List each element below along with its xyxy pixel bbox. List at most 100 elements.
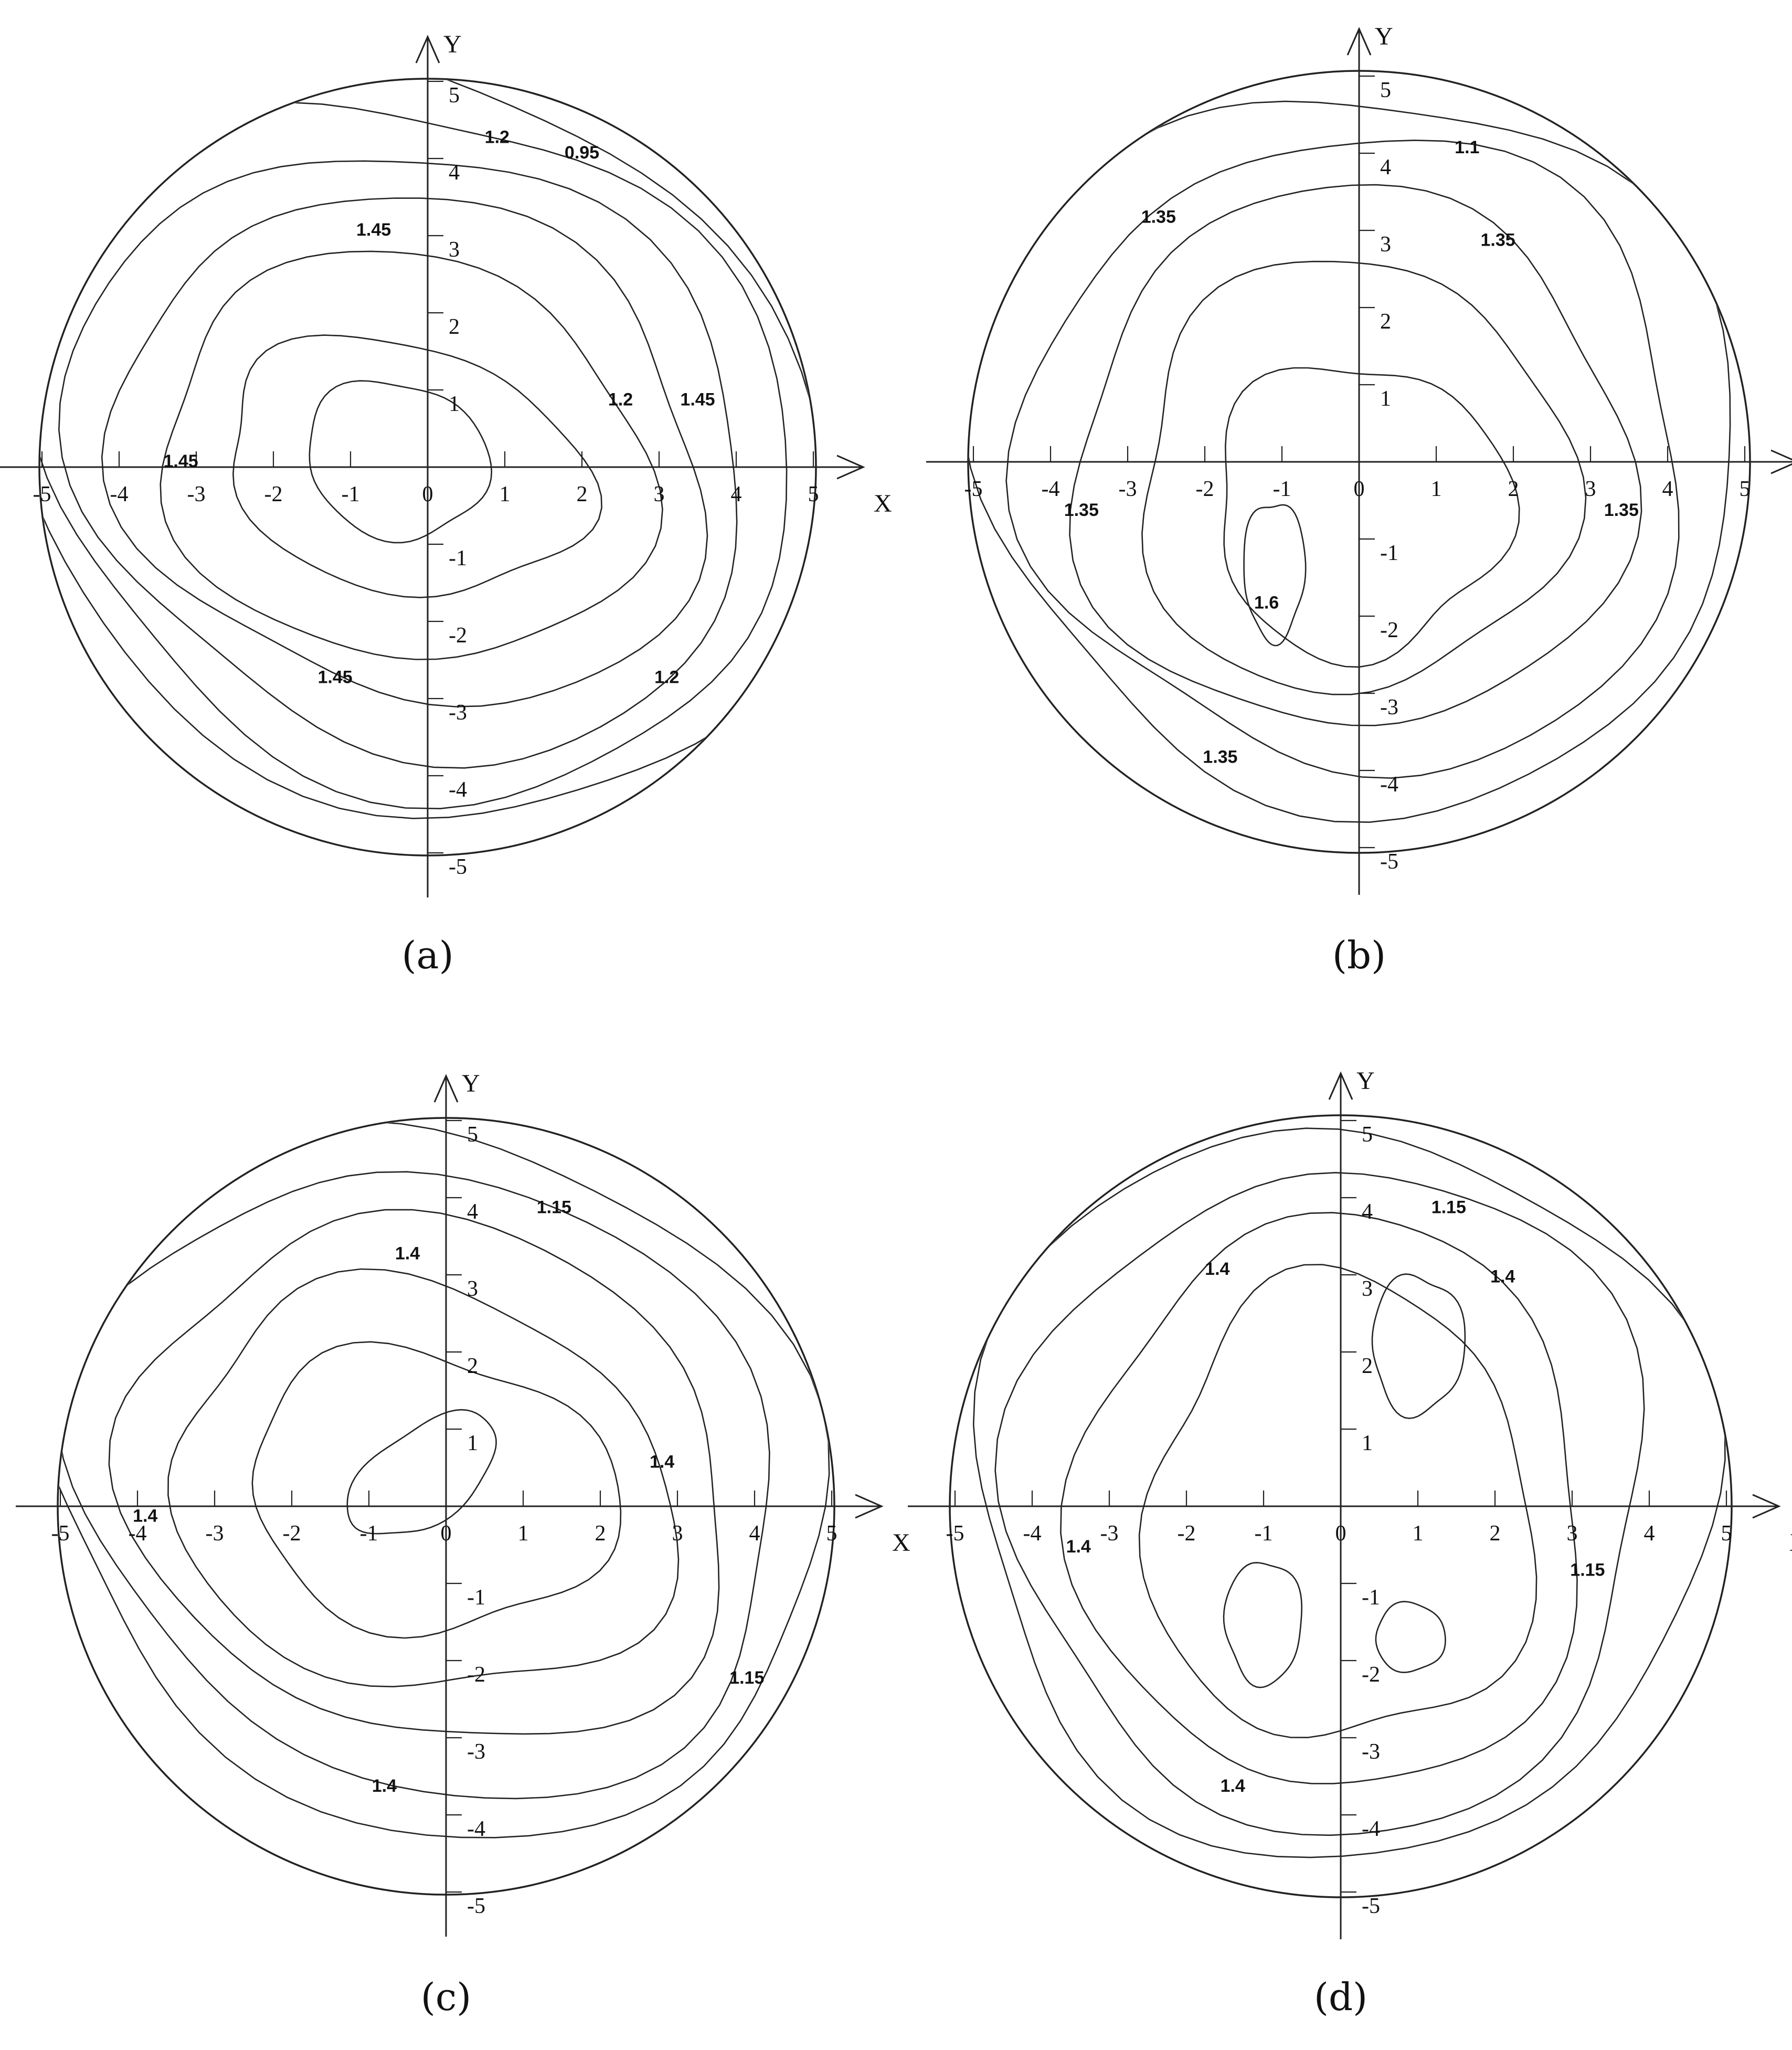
- y-tick-label: -4: [1380, 773, 1398, 797]
- contour-line: [232, 334, 602, 598]
- x-tick-label: 2: [1490, 1521, 1501, 1546]
- y-tick-label: 1: [449, 392, 460, 416]
- x-tick-label: -4: [129, 1521, 147, 1546]
- contour-line: [972, 1127, 1726, 1858]
- x-tick-label: -2: [1178, 1521, 1196, 1546]
- x-tick-label: 1: [500, 482, 511, 506]
- x-tick-label: -5: [946, 1521, 964, 1546]
- contour-line: [167, 1268, 680, 1688]
- contour-value-label: 1.4: [395, 1244, 420, 1264]
- x-axis-label: X: [1789, 1529, 1792, 1557]
- x-tick-label: 5: [1721, 1521, 1732, 1546]
- x-tick-label: -3: [187, 482, 206, 506]
- contour-lines: [972, 1127, 1726, 1858]
- contour-value-label: 1.35: [1203, 747, 1237, 767]
- x-tick-label: 1: [518, 1521, 529, 1546]
- y-tick-label: 5: [449, 83, 460, 108]
- contour-value-label: 1.4: [1066, 1537, 1091, 1557]
- y-tick-label: 1: [1362, 1431, 1373, 1455]
- y-tick-label: 3: [1380, 233, 1391, 257]
- contour-value-label: 1.45: [164, 451, 198, 471]
- x-tick-label: 4: [749, 1521, 760, 1546]
- x-tick-label: 4: [1644, 1521, 1655, 1546]
- contour-line: [40, 101, 788, 810]
- y-tick-label: 4: [467, 1200, 478, 1224]
- contour-value-label: 1.4: [133, 1506, 157, 1526]
- y-axis-arrow: [1328, 1071, 1353, 1100]
- y-tick-label: -5: [1380, 850, 1398, 874]
- y-tick-label: -3: [1380, 695, 1398, 720]
- y-tick-label: -5: [449, 855, 467, 879]
- contour-value-label: 1.35: [1141, 207, 1176, 227]
- contour-value-label: 1.2: [608, 389, 633, 409]
- x-tick-label: 5: [826, 1521, 837, 1546]
- y-axis-arrow: [415, 35, 440, 64]
- x-tick-label: -4: [110, 482, 129, 506]
- x-axis-label: X: [874, 490, 892, 517]
- y-tick-label: 5: [467, 1123, 478, 1147]
- y-tick-label: 3: [449, 238, 460, 262]
- y-axis-label: Y: [1356, 1067, 1375, 1095]
- y-tick-label: 4: [1362, 1200, 1373, 1224]
- contour-line: [1371, 1273, 1466, 1419]
- y-tick-label: -1: [1380, 541, 1398, 565]
- y-tick-label: -2: [467, 1663, 485, 1687]
- contour-value-label: 1.4: [1205, 1259, 1229, 1279]
- contour-value-label: 1.45: [680, 389, 715, 409]
- y-tick-label: -1: [1362, 1586, 1380, 1610]
- x-axis-label: X: [892, 1529, 910, 1557]
- x-axis-arrow: [836, 455, 865, 480]
- x-tick-label: 3: [672, 1521, 683, 1546]
- x-tick-label: 0: [422, 482, 433, 506]
- contour-value-label: 1.15: [537, 1197, 571, 1217]
- x-tick-label: -5: [33, 482, 51, 506]
- y-tick-label: 3: [1362, 1277, 1373, 1301]
- contour-panel-b: XY-5-4-3-2-101234554321-1-2-3-4-51.11.35…: [926, 23, 1792, 977]
- contour-line: [309, 380, 493, 544]
- contour-value-label: 1.15: [1570, 1560, 1605, 1580]
- y-axis-label: Y: [443, 30, 462, 58]
- contour-line: [1060, 1212, 1578, 1784]
- x-tick-label: 4: [1662, 477, 1673, 501]
- panel-caption: (d): [1314, 1975, 1367, 2019]
- contour-value-label: 1.35: [1064, 500, 1099, 520]
- contour-value-label: 1.35: [1481, 230, 1515, 250]
- contour-value-label: 1.6: [1254, 593, 1279, 612]
- contour-line: [108, 1209, 720, 1735]
- contour-value-label: 1.4: [372, 1776, 397, 1796]
- y-tick-label: 1: [467, 1431, 478, 1455]
- x-tick-label: 4: [731, 482, 742, 506]
- contour-line: [1243, 504, 1307, 647]
- x-tick-label: 0: [1335, 1521, 1346, 1546]
- panel-caption: (a): [401, 933, 453, 977]
- x-tick-label: -3: [206, 1521, 224, 1546]
- x-tick-label: 0: [1354, 477, 1365, 501]
- y-tick-label: 5: [1380, 78, 1391, 102]
- x-tick-label: 1: [1431, 477, 1442, 501]
- y-tick-label: -4: [449, 778, 467, 802]
- contour-value-label: 1.45: [356, 220, 391, 240]
- x-tick-label: 2: [577, 482, 588, 506]
- x-tick-label: -2: [1196, 477, 1214, 501]
- x-tick-label: -4: [1042, 477, 1060, 501]
- x-tick-label: -5: [51, 1521, 70, 1546]
- contour-line: [346, 1409, 497, 1535]
- y-tick-label: -5: [1362, 1894, 1380, 1918]
- y-tick-label: 5: [1362, 1123, 1373, 1147]
- contour-line: [160, 250, 663, 660]
- contour-line: [1223, 1562, 1303, 1688]
- contour-line: [994, 1171, 1645, 1836]
- y-tick-label: 3: [467, 1277, 478, 1301]
- y-tick-label: -2: [449, 624, 467, 648]
- contour-line: [1069, 184, 1642, 726]
- contour-value-label: 1.4: [1221, 1776, 1245, 1796]
- x-tick-label: 1: [1413, 1521, 1424, 1546]
- contour-value-label: 1.35: [1604, 500, 1639, 520]
- x-axis-arrow: [1770, 449, 1792, 474]
- contour-line: [1138, 1264, 1537, 1738]
- contour-line: [59, 1171, 770, 1800]
- x-tick-label: 5: [808, 482, 819, 506]
- x-axis-arrow: [1752, 1494, 1781, 1519]
